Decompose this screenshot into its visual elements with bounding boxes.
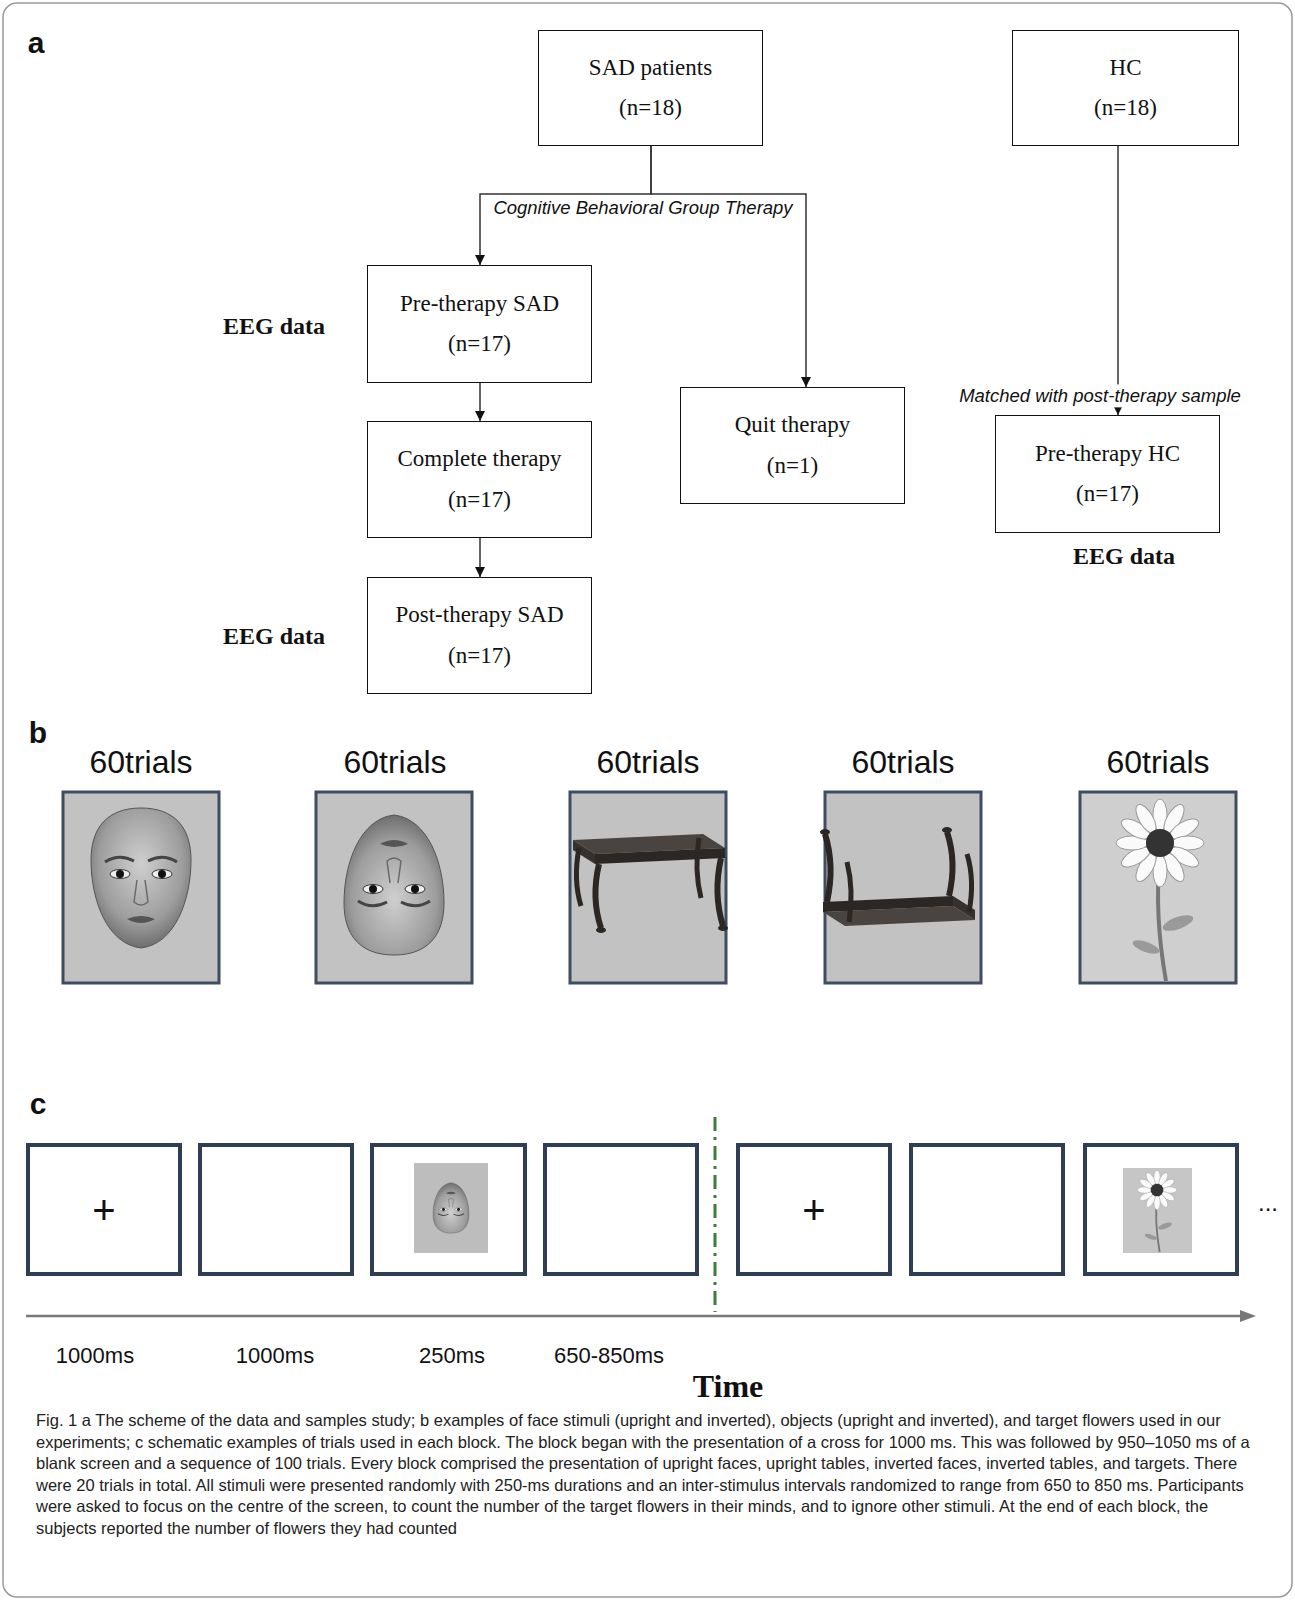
upright-face: [91, 808, 191, 948]
target-flower: [1137, 1170, 1177, 1252]
node-text: SAD patients: [589, 55, 712, 81]
stage-box: Complete therapy (n=17): [367, 421, 592, 538]
node-text: (n=18): [1094, 95, 1157, 121]
therapy-label: Cognitive Behavioral Group Therapy: [493, 197, 792, 218]
block-separator: [714, 1117, 717, 1312]
node-text: HC: [1110, 55, 1142, 81]
upright-table: [573, 834, 728, 933]
panel-letter: a: [28, 26, 45, 61]
node-text: (n=17): [448, 487, 511, 513]
node-text: (n=17): [1076, 481, 1139, 507]
inverted-table: [820, 827, 975, 926]
trial-count: 60trials: [596, 744, 699, 781]
stage-box: Quit therapy (n=1): [680, 387, 905, 504]
data-label: EEG data: [1073, 543, 1175, 571]
flow-arrow: [651, 146, 806, 387]
node-text: Pre-therapy SAD: [400, 291, 559, 317]
node-text: Pre-therapy HC: [1035, 441, 1180, 467]
stimulus-frames: [63, 792, 1236, 983]
node-text: +: [92, 1187, 115, 1233]
figure-caption: Fig. 1 a The scheme of the data and samp…: [36, 1410, 1256, 1539]
flow-arrow: [1117, 146, 1119, 415]
trial-count: 60trials: [343, 744, 446, 781]
inverted-face: [344, 815, 444, 955]
node-text: (n=17): [448, 643, 511, 669]
flow-arrow: [479, 383, 481, 421]
trial-count: 60trials: [89, 744, 192, 781]
time-axis-head: [1240, 1310, 1256, 1322]
figure-border: [3, 3, 1292, 1597]
stage-box: Pre-therapy HC (n=17): [995, 415, 1220, 533]
fixation-frame: +: [736, 1143, 892, 1276]
inverted-face: [433, 1183, 469, 1233]
node-text: (n=18): [619, 95, 682, 121]
node-text: (n=1): [767, 453, 818, 479]
panel-letter: c: [30, 1087, 47, 1122]
duration-label: 250ms: [419, 1343, 485, 1368]
node-text: Quit therapy: [735, 412, 851, 438]
node-text: (n=17): [448, 331, 511, 357]
duration-label: 1000ms: [236, 1343, 314, 1368]
data-label: EEG data: [223, 313, 325, 341]
duration-label: 1000ms: [56, 1343, 134, 1368]
data-label: EEG data: [223, 623, 325, 651]
edge-label: Matched with post-therapy sample: [956, 384, 1244, 407]
time-axis: [26, 1315, 1243, 1318]
node-text: Complete therapy: [397, 446, 561, 472]
stage-box: Post-therapy SAD (n=17): [367, 577, 592, 694]
node-text: Post-therapy SAD: [395, 602, 563, 628]
axis-title: Time: [693, 1368, 764, 1405]
trial-count: 60trials: [851, 744, 954, 781]
group-box: SAD patients (n=18): [538, 30, 763, 146]
panel-letter: b: [29, 716, 47, 751]
trial-count: 60trials: [1106, 744, 1209, 781]
duration-label: 650-850ms: [554, 1343, 664, 1368]
stage-box: Pre-therapy SAD (n=17): [367, 265, 592, 383]
fixation-frame: +: [26, 1143, 182, 1276]
node-text: +: [802, 1187, 825, 1233]
group-box: HC (n=18): [1012, 30, 1239, 146]
target-flower: [1116, 799, 1204, 981]
flow-arrow: [479, 538, 481, 577]
trial-frames: [200, 1145, 1237, 1274]
continuation-mark: ...: [1258, 1189, 1278, 1217]
